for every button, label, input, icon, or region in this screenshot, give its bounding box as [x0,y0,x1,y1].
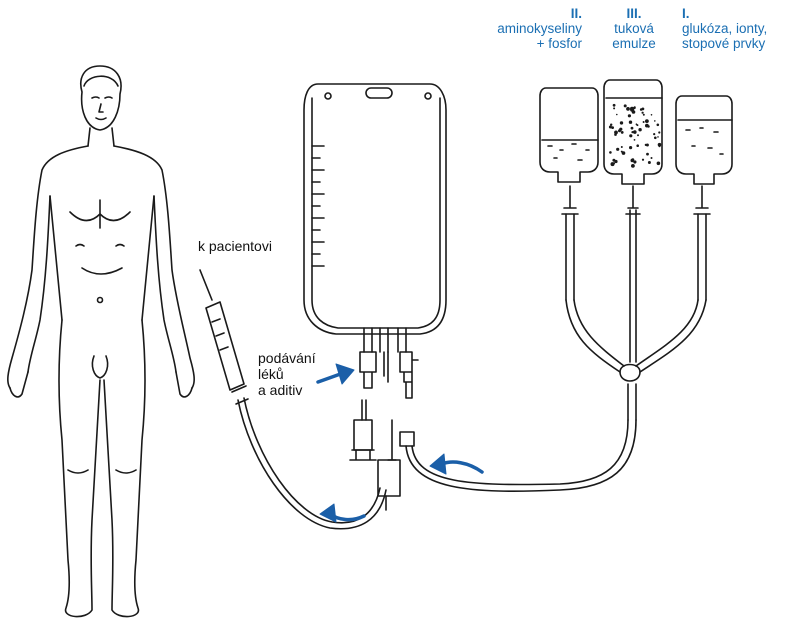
bottle-amino-acids [540,88,598,182]
lipid-dot [631,164,635,168]
lipid-dot [631,159,634,162]
medication-label-line2: léků [258,366,316,382]
bottle-number-i: I. [682,6,792,21]
lipid-dot [634,139,636,141]
lipid-dot [616,114,618,116]
medication-label-line3: a aditiv [258,382,316,398]
lipid-dot [629,121,632,124]
lipid-dot [636,123,638,125]
lipid-dot [620,121,623,124]
arrow-medication [318,364,354,384]
lipid-dot [619,128,622,131]
lipid-dot [613,107,615,109]
lipid-dot [624,104,627,107]
nutrition-bag [304,84,446,398]
lipid-dot [642,159,644,161]
lipid-dot [648,161,651,164]
patient-label: k pacientovi [198,238,272,254]
medication-label: podávání léků a aditiv [258,350,316,398]
lipid-dot [642,112,644,114]
bottle-glucose [676,96,732,184]
lipid-dot [614,133,617,136]
lipid-dot [622,151,626,155]
lipid-dot [657,136,659,138]
lipid-dot [637,134,639,136]
lipid-dot [609,151,612,154]
lipid-dot [631,131,633,133]
lipid-dots [609,104,661,168]
arrow-supply-flow [430,454,482,474]
lipid-dot [629,146,632,149]
bottle-label-lipid: III. tuková emulze [600,6,668,51]
lipid-dot [643,121,645,123]
lipid-dot [645,119,649,123]
lipid-dot [616,148,619,151]
lipid-dot [626,107,630,111]
bottle-label-glucose: I. glukóza, ionty, stopové prvky [682,6,792,51]
bottle-label-i-line1: glukóza, ionty, [682,21,792,36]
lipid-dot [658,131,660,133]
lipid-dot [621,131,624,134]
lipid-dot [657,124,660,127]
lipid-dot [654,137,657,140]
patient-line [200,270,386,529]
bottle-number-ii: II. [470,6,582,21]
lipid-dot [628,114,631,117]
lipid-dot [645,144,647,146]
lipid-dot [654,120,656,122]
lipid-dot [651,114,653,116]
lipid-dot [631,127,634,130]
lipid-dot [651,157,653,159]
lipid-dot [645,124,649,128]
lipid-dot [630,107,634,111]
lipid-dot [640,108,643,111]
human-figure [8,66,194,617]
medication-syringe [350,400,400,510]
lipid-dot [636,144,639,147]
lipid-dot [614,160,617,163]
medication-label-line1: podávání [258,350,316,366]
bottle-label-ii-line1: aminokyseliny [470,21,582,36]
bottle-label-iii-line1: tuková [600,21,668,36]
bottle-label-amino-acids: II. aminokyseliny + fosfor [470,6,582,51]
bottle-label-i-line2: stopové prvky [682,36,792,51]
lipid-dot [611,126,614,129]
lipid-dot [638,128,641,131]
arrow-patient-flow [320,504,364,522]
bottle-label-ii-line2: + fosfor [470,36,582,51]
bottle-number-iii: III. [600,6,668,21]
lipid-dot [613,162,615,164]
lipid-dot [643,114,645,116]
lipid-dot [646,153,649,156]
lipid-dot [659,145,661,147]
lipid-dot [621,146,623,148]
bottle-label-iii-line2: emulze [600,36,668,51]
lipid-dot [657,162,661,166]
lipid-dot [653,133,655,135]
lipid-dot [613,104,616,107]
lipid-dot [629,134,632,137]
